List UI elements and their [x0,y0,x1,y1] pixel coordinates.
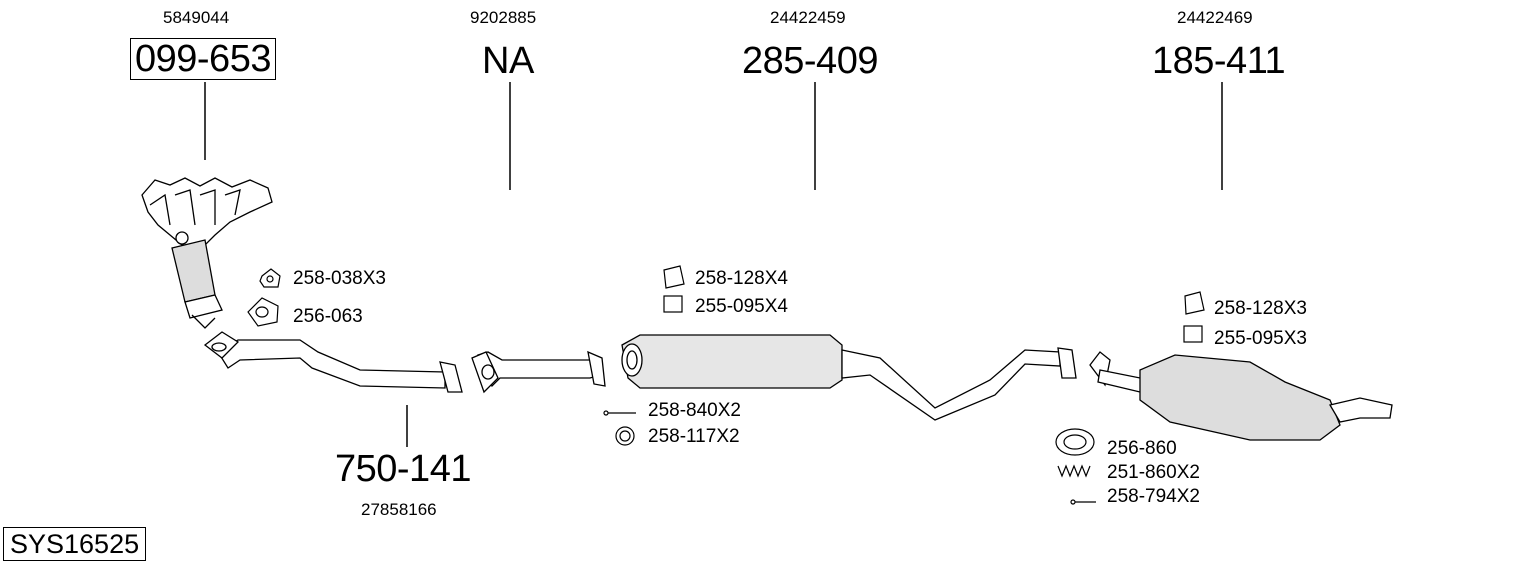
oem-number: 24422469 [1177,8,1253,27]
part-ref[interactable]: 185-411 [1152,40,1286,82]
part-ref[interactable]: 750-141 [335,448,471,490]
intermediate-pipe-icon [471,350,606,394]
oem-number: 9202885 [470,8,537,27]
accessory-label[interactable]: 258-128X4 [695,268,788,289]
accessory-label[interactable]: 255-095X3 [1214,328,1307,349]
spring-icon [1057,464,1091,478]
nut-icon-hole [266,275,274,283]
accessory-label[interactable]: 258-038X3 [293,268,386,289]
mounting-rubber-icon-rear [1183,325,1203,343]
oem-number: 27858166 [361,500,437,519]
part-ref-boxed[interactable]: 099-653 [130,38,276,80]
rubber-mount-icon-rear [1184,291,1205,315]
accessory-label[interactable]: 256-860 [1107,438,1177,459]
accessory-label[interactable]: 256-063 [293,306,363,327]
accessory-label[interactable]: 258-840X2 [648,400,741,421]
part-ref[interactable]: 285-409 [742,40,878,82]
accessory-label[interactable]: 258-794X2 [1107,486,1200,507]
accessory-label[interactable]: 251-860X2 [1107,462,1200,483]
accessory-label[interactable]: 258-117X2 [648,426,740,447]
rear-silencer-icon [1089,351,1393,441]
front-pipe-icon [203,331,463,393]
accessory-label[interactable]: 258-128X3 [1214,298,1307,319]
part-ref[interactable]: NA [482,40,534,82]
exhaust-manifold-icon [141,177,273,329]
middle-silencer-icon [621,334,1077,421]
system-code: SYS16525 [3,527,147,561]
mounting-rubber-icon [663,295,683,313]
oem-number: 24422459 [770,8,846,27]
rubber-mount-icon [663,265,685,289]
accessory-label[interactable]: 255-095X4 [695,296,788,317]
oem-number: 5849044 [163,8,230,27]
